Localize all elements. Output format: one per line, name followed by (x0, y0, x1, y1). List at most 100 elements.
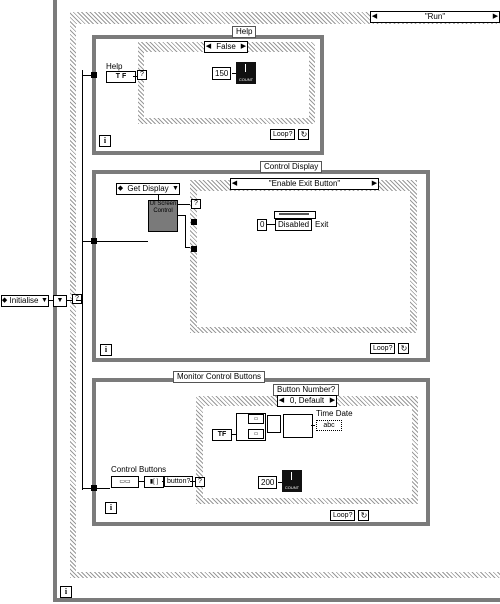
help-case-terminal: ? (137, 70, 147, 80)
cluster-to-array-icon: ▮[ ] (144, 476, 164, 488)
format-string-icon (283, 414, 313, 438)
monitor-case-selector[interactable]: ◀ 0, Default ▶ (277, 395, 337, 407)
help-timer-count: COUNT (238, 77, 254, 82)
display-caption: Control Display (260, 161, 323, 173)
run-case-selector[interactable]: ◀ "Run" ▶ (370, 11, 500, 23)
disabled-property[interactable]: Disabled (275, 219, 313, 231)
control-buttons-label: Control Buttons (111, 465, 167, 474)
help-loop-tunnel (91, 72, 97, 78)
display-branch-wire (82, 241, 94, 242)
ui-screen-control-label: UI Screen Control (149, 201, 177, 214)
array-wire (162, 481, 164, 482)
help-timer-wire (232, 73, 236, 74)
display-subvi-wire-3 (185, 215, 186, 247)
shift-register-left[interactable]: ▼ (53, 295, 67, 307)
monitor-case-prev-icon[interactable]: ◀ (278, 397, 285, 404)
exit-property-node-bar (274, 211, 316, 219)
help-wait-timer-icon: COUNT (236, 62, 256, 84)
help-caption: Help (232, 26, 257, 38)
state-enum-constant[interactable]: ◆ Initialise ▼ (1, 295, 49, 307)
main-vertical-wire (82, 70, 83, 490)
format-wire (311, 425, 315, 426)
monitor-case-label: 0, Default (289, 396, 325, 405)
monitor-caption: Monitor Control Buttons (173, 371, 266, 383)
state-wire (49, 300, 53, 301)
bundle-icon (267, 415, 281, 433)
monitor-timer-wire (278, 482, 282, 483)
help-case-selector[interactable]: ◀ False ▶ (204, 41, 248, 53)
tf-wire (232, 434, 236, 435)
display-case-label: "Enable Exit Button" (268, 179, 341, 188)
display-case-selector[interactable]: ◀ "Enable Exit Button" ▶ (230, 178, 379, 190)
help-branch-wire (82, 75, 94, 76)
monitor-wait-timer-icon: COUNT (282, 470, 302, 492)
stop-if-true-icon[interactable]: ↻ (298, 129, 310, 140)
shift-register-dropdown-icon: ▼ (56, 297, 64, 304)
get-display-arrow-icon: ◆ (117, 185, 124, 192)
display-iteration-icon: i (100, 344, 112, 356)
display-case-terminal: ? (191, 199, 201, 209)
display-subvi-wire-2 (177, 215, 185, 216)
monitor-loop-condition[interactable]: Loop? ↻ (330, 510, 370, 521)
monitor-stop-if-true-icon[interactable]: ↻ (358, 510, 370, 521)
case-selector-terminal[interactable]: ? (72, 294, 82, 304)
get-display-wire (158, 195, 159, 201)
help-loop-condition[interactable]: Loop? ↻ (270, 129, 310, 140)
display-case-tunnel-b (191, 246, 197, 252)
ui-screen-control-subvi[interactable]: UI Screen Control (148, 200, 178, 232)
run-case-label: "Run" (424, 12, 446, 21)
monitor-main-wire (94, 488, 110, 489)
monitor-loop-cond-label: Loop? (330, 510, 356, 521)
date-time-format-icon: ▭ (248, 429, 264, 439)
help-loop-cond-label: Loop? (270, 129, 296, 140)
get-display-dropdown-icon[interactable]: ▼ (172, 185, 179, 192)
state-branch-wire (76, 300, 82, 301)
display-case-next-icon[interactable]: ▶ (371, 180, 378, 187)
control-buttons-cluster-icon[interactable]: ▭▭ (111, 476, 139, 488)
display-case-prev-icon[interactable]: ◀ (231, 180, 238, 187)
help-case-interior (144, 52, 309, 118)
display-subvi-wire-1 (177, 204, 193, 205)
monitor-case-terminal: ? (195, 477, 205, 487)
monitor-wait-constant[interactable]: 200 (258, 476, 278, 489)
monitor-timer-count: COUNT (284, 485, 300, 490)
enum-arrow-icon: ◆ (1, 297, 8, 304)
button-query-wire (190, 481, 196, 482)
display-loop-cond-label: Loop? (370, 343, 396, 354)
exit-label: Exit (315, 220, 329, 229)
increment-arrow-icon[interactable]: ▶ (492, 13, 499, 20)
help-case-prev-icon[interactable]: ◀ (205, 43, 212, 50)
enum-dropdown-icon[interactable]: ▼ (41, 297, 48, 304)
decrement-arrow-icon[interactable]: ◀ (371, 13, 378, 20)
display-case-tunnel-a (191, 219, 197, 225)
disabled-ring-constant[interactable]: 0 (257, 219, 268, 231)
help-case-next-icon[interactable]: ▶ (240, 43, 247, 50)
help-while-loop[interactable] (92, 35, 324, 155)
disabled-wire (267, 224, 275, 225)
display-subvi-wire-5 (94, 241, 148, 242)
time-date-label: Time Date (316, 409, 353, 418)
main-loop-iteration-icon: i (60, 586, 72, 598)
time-date-string-indicator[interactable]: abc (316, 420, 342, 431)
get-display-label: Get Display (127, 184, 169, 193)
monitor-boolean-constant[interactable]: TF (212, 429, 232, 441)
help-bool-wire (133, 76, 138, 77)
help-boolean-terminal[interactable]: T F (106, 71, 136, 83)
display-subvi-wire-4 (185, 247, 193, 248)
control-buttons-wire (138, 481, 144, 482)
get-display-enum[interactable]: ◆ Get Display ▼ (116, 183, 180, 195)
monitor-iteration-icon: i (105, 502, 117, 514)
display-loop-condition[interactable]: Loop? ↻ (370, 343, 410, 354)
date-time-string-icon: ▭ (248, 414, 264, 424)
button-query-subvi[interactable]: button? (164, 476, 194, 487)
monitor-branch-wire (82, 488, 94, 489)
help-case-label: False (216, 42, 236, 51)
string-const-label: abc (323, 422, 335, 429)
help-wait-constant[interactable]: 150 (212, 67, 232, 80)
state-wire-2 (66, 300, 72, 301)
state-enum-label: Initialise (9, 296, 39, 305)
monitor-case-next-icon[interactable]: ▶ (329, 397, 336, 404)
help-terminal-label: Help (106, 62, 123, 71)
help-iteration-icon: i (99, 135, 111, 147)
display-stop-if-true-icon[interactable]: ↻ (398, 343, 410, 354)
